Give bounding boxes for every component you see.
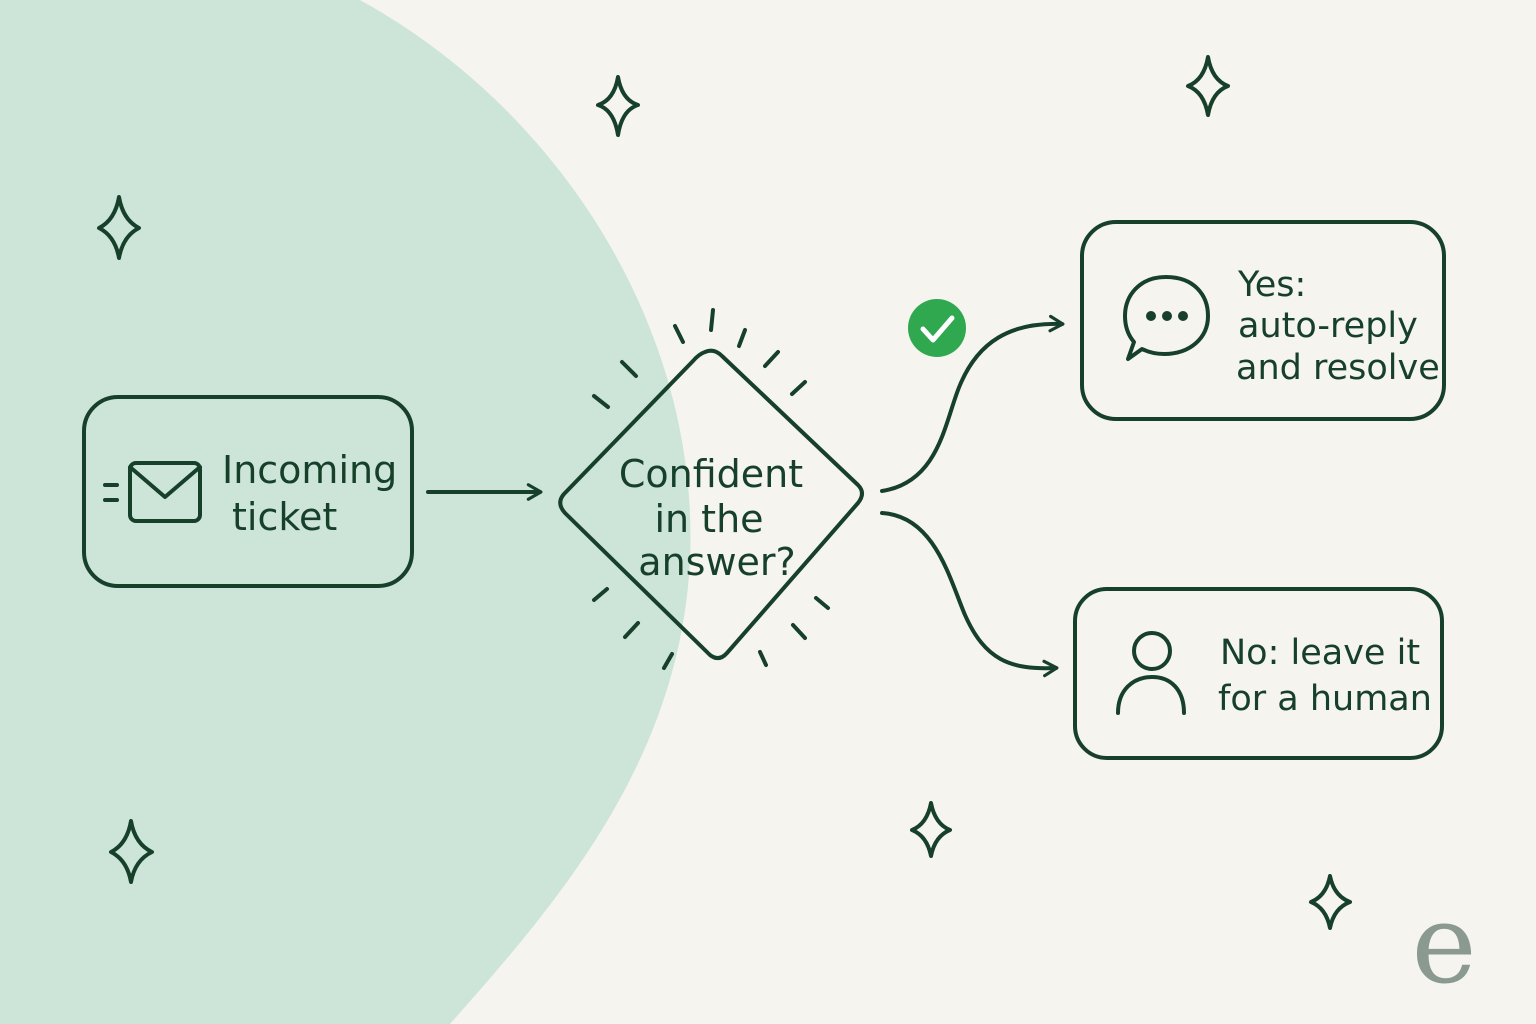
sparkle-decorations: [97, 55, 1352, 930]
yes-label-line1: Yes:: [1237, 265, 1306, 305]
no-node: No: leave it for a human: [1073, 587, 1444, 760]
chat-bubble-icon: [1123, 275, 1210, 361]
no-label-line2: for a human: [1218, 679, 1432, 719]
check-icon: [908, 299, 966, 357]
sparkle-icon: [97, 195, 141, 260]
sparkle-icon: [1309, 874, 1352, 930]
no-label-line1: No: leave it: [1220, 633, 1420, 673]
decision-node: Confident in the answer?: [558, 308, 864, 670]
watermark-logo: e: [1411, 880, 1476, 1008]
arrow-no-branch: [880, 511, 1059, 678]
person-icon: [1116, 631, 1186, 715]
decision-label-line1: Confident: [619, 452, 803, 496]
yes-label-line2: auto-reply: [1238, 306, 1418, 346]
envelope-icon: [103, 461, 202, 523]
sparkle-icon: [910, 801, 952, 858]
emphasis-rays: [592, 308, 830, 670]
background-blob: [0, 0, 691, 1024]
yes-node: Yes: auto-reply and resolve: [1080, 220, 1446, 421]
decision-label-line3: answer?: [638, 540, 795, 584]
decision-label-line2: in the: [654, 497, 763, 541]
incoming-ticket-node: Incoming ticket: [82, 395, 414, 588]
sparkle-icon: [109, 819, 154, 884]
yes-label-line3: and resolve: [1236, 348, 1440, 388]
sparkle-icon: [596, 75, 640, 137]
sparkle-icon: [1186, 55, 1230, 117]
incoming-label-line2: ticket: [232, 495, 337, 539]
incoming-label-line1: Incoming: [222, 448, 397, 492]
arrow-yes-branch: [880, 314, 1065, 493]
